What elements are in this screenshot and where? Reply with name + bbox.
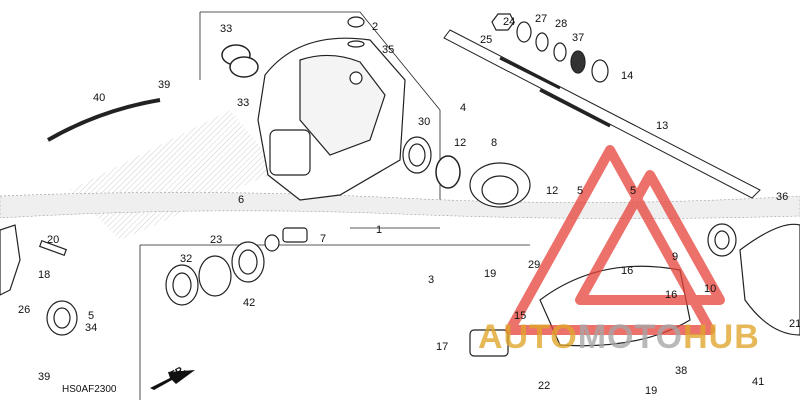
part-callout-28[interactable]: 28 bbox=[555, 18, 568, 30]
part-callout-30[interactable]: 30 bbox=[418, 116, 431, 128]
part-callout-19[interactable]: 19 bbox=[484, 268, 497, 280]
part-callout-9[interactable]: 9 bbox=[672, 251, 679, 263]
part-callout-12[interactable]: 12 bbox=[454, 137, 467, 149]
differential-housing bbox=[257, 37, 406, 201]
part-callout-5[interactable]: 5 bbox=[88, 310, 95, 322]
part-callout-36[interactable]: 36 bbox=[776, 191, 789, 203]
breather-hose bbox=[47, 98, 161, 142]
hatched-shadow bbox=[70, 110, 280, 240]
torn-band bbox=[0, 192, 800, 219]
part-callout-8[interactable]: 8 bbox=[491, 137, 498, 149]
part-callout-10[interactable]: 10 bbox=[704, 283, 717, 295]
part-callout-37[interactable]: 37 bbox=[572, 32, 585, 44]
part-callout-33[interactable]: 33 bbox=[237, 97, 250, 109]
part-callout-12[interactable]: 12 bbox=[546, 185, 559, 197]
watermark-middle: MOTO bbox=[577, 318, 684, 356]
part-callout-24[interactable]: 24 bbox=[503, 16, 516, 28]
part-callout-32[interactable]: 32 bbox=[180, 253, 193, 265]
part-callout-39[interactable]: 39 bbox=[158, 79, 171, 91]
shaft-seals bbox=[491, 13, 609, 83]
right-housing bbox=[707, 223, 800, 336]
left-housing bbox=[0, 224, 78, 336]
part-callout-21[interactable]: 21 bbox=[789, 318, 800, 330]
diagram-code: HS0AF2300 bbox=[62, 384, 117, 395]
part-callout-16[interactable]: 16 bbox=[621, 265, 634, 277]
output-shaft bbox=[443, 29, 761, 199]
part-callout-15[interactable]: 15 bbox=[514, 310, 527, 322]
part-callout-42[interactable]: 42 bbox=[243, 297, 256, 309]
part-callout-27[interactable]: 27 bbox=[535, 13, 548, 25]
part-callout-14[interactable]: 14 bbox=[621, 70, 634, 82]
part-callout-6[interactable]: 6 bbox=[238, 194, 245, 206]
pinion-assembly bbox=[165, 227, 308, 306]
group-frame-upper bbox=[199, 11, 441, 229]
part-callout-17[interactable]: 17 bbox=[436, 341, 449, 353]
part-callout-7[interactable]: 7 bbox=[320, 233, 327, 245]
part-callout-4[interactable]: 4 bbox=[460, 102, 467, 114]
part-callout-38[interactable]: 38 bbox=[675, 365, 688, 377]
part-callout-41[interactable]: 41 bbox=[752, 376, 765, 388]
o-rings-33 bbox=[221, 44, 259, 78]
front-arrow bbox=[150, 370, 195, 390]
fill-cap bbox=[347, 16, 365, 48]
part-callout-39[interactable]: 39 bbox=[38, 371, 51, 383]
part-callout-22[interactable]: 22 bbox=[538, 380, 551, 392]
ring-gear bbox=[469, 162, 531, 208]
part-callout-23[interactable]: 23 bbox=[210, 234, 223, 246]
watermark-suffix: HUB bbox=[683, 318, 760, 356]
part-callout-1[interactable]: 1 bbox=[376, 224, 383, 236]
part-callout-18[interactable]: 18 bbox=[38, 269, 51, 281]
part-callout-34[interactable]: 34 bbox=[85, 322, 98, 334]
part-callout-16[interactable]: 16 bbox=[665, 289, 678, 301]
part-callout-5[interactable]: 5 bbox=[577, 185, 584, 197]
part-callout-35[interactable]: 35 bbox=[382, 44, 395, 56]
part-callout-33[interactable]: 33 bbox=[220, 23, 233, 35]
part-callout-20[interactable]: 20 bbox=[47, 234, 60, 246]
part-callout-2[interactable]: 2 bbox=[372, 21, 379, 33]
part-callout-40[interactable]: 40 bbox=[93, 92, 106, 104]
watermark-logo bbox=[505, 145, 725, 335]
watermark-text: AUTOMOTOHUB bbox=[478, 318, 760, 357]
part-callout-5[interactable]: 5 bbox=[630, 185, 637, 197]
part-callout-3[interactable]: 3 bbox=[428, 274, 435, 286]
part-callout-13[interactable]: 13 bbox=[656, 120, 669, 132]
part-callout-25[interactable]: 25 bbox=[480, 34, 493, 46]
watermark-prefix: AUTO bbox=[478, 318, 578, 356]
part-callout-19[interactable]: 19 bbox=[645, 385, 658, 397]
bearing-30 bbox=[402, 136, 432, 174]
seal-12 bbox=[435, 155, 461, 189]
group-frame-lower bbox=[139, 244, 530, 400]
part-callout-26[interactable]: 26 bbox=[18, 304, 31, 316]
part-callout-29[interactable]: 29 bbox=[528, 259, 541, 271]
